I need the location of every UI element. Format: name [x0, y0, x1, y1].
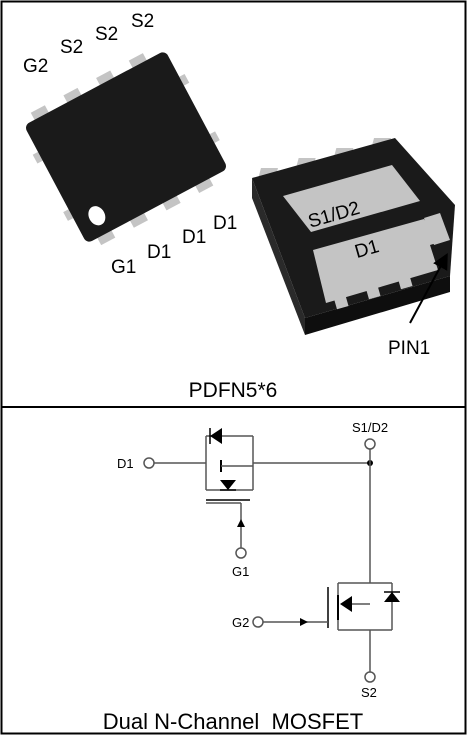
- mosfet-q2: G2: [232, 582, 400, 631]
- diode-q1: [210, 428, 222, 444]
- pad: [194, 176, 214, 194]
- pad: [30, 105, 50, 122]
- bottom-view-chip: S1/D2 D1: [252, 138, 455, 335]
- pad: [96, 228, 116, 246]
- pin-label-s2: S2: [131, 11, 154, 32]
- pin-label-d1: D1: [182, 227, 206, 248]
- terminal-g2: [252, 616, 264, 628]
- pad: [32, 151, 43, 164]
- pad: [179, 73, 190, 86]
- pad: [129, 211, 148, 228]
- package-caption: PDFN5*6: [189, 379, 278, 402]
- terminal-label-s1d2: S1/D2: [352, 420, 388, 435]
- terminal-label-g2: G2: [232, 615, 249, 630]
- pad: [363, 276, 381, 300]
- pad-s1d2: [283, 165, 420, 232]
- top-view-chip: [26, 52, 226, 246]
- package-panel: G2 S2 S2 S2 G1 D1 D1 D1: [23, 11, 455, 402]
- terminal-s2: [364, 671, 376, 683]
- pad: [395, 266, 413, 290]
- chip-side-face: [305, 276, 450, 335]
- pin-label-s2: S2: [60, 37, 83, 58]
- terminal-label-d1: D1: [117, 456, 134, 471]
- pad: [96, 70, 115, 87]
- terminal-d1: [143, 457, 155, 469]
- diode-q2: [384, 592, 400, 602]
- pin1-label: PIN1: [388, 338, 430, 359]
- chip-body: [26, 52, 226, 242]
- pin1-arrow: [409, 252, 448, 324]
- mosfet-q1: G1: [205, 428, 254, 579]
- pad-d1: [313, 219, 440, 303]
- terminal-g1: [235, 547, 247, 559]
- chip-front-face: [252, 178, 305, 335]
- arrow-q1: [220, 480, 236, 490]
- pad: [331, 286, 349, 310]
- terminal-s1d2: [364, 438, 376, 450]
- pin1-pad: [424, 213, 450, 245]
- pin-label-s2: S2: [95, 24, 118, 45]
- pad: [209, 131, 220, 143]
- terminal-label-g1: G1: [232, 564, 249, 579]
- arrow-g1: [237, 519, 245, 527]
- pad: [161, 194, 181, 211]
- pin1-dot: [88, 206, 106, 226]
- pin-label-d1: D1: [147, 242, 171, 263]
- pad: [63, 87, 83, 105]
- terminal-label-s2: S2: [361, 685, 377, 700]
- pin-label-g1: G1: [111, 257, 136, 278]
- arrow-g2: [300, 618, 308, 626]
- pad: [128, 53, 148, 70]
- pin-label-d1: D1: [213, 213, 237, 234]
- pad: [63, 209, 74, 221]
- schematic-caption: Dual N-Channel MOSFET: [103, 709, 363, 734]
- schematic-panel: D1 G1: [117, 420, 400, 700]
- arrow-q2: [340, 596, 352, 612]
- pin-label-g2: G2: [23, 56, 48, 77]
